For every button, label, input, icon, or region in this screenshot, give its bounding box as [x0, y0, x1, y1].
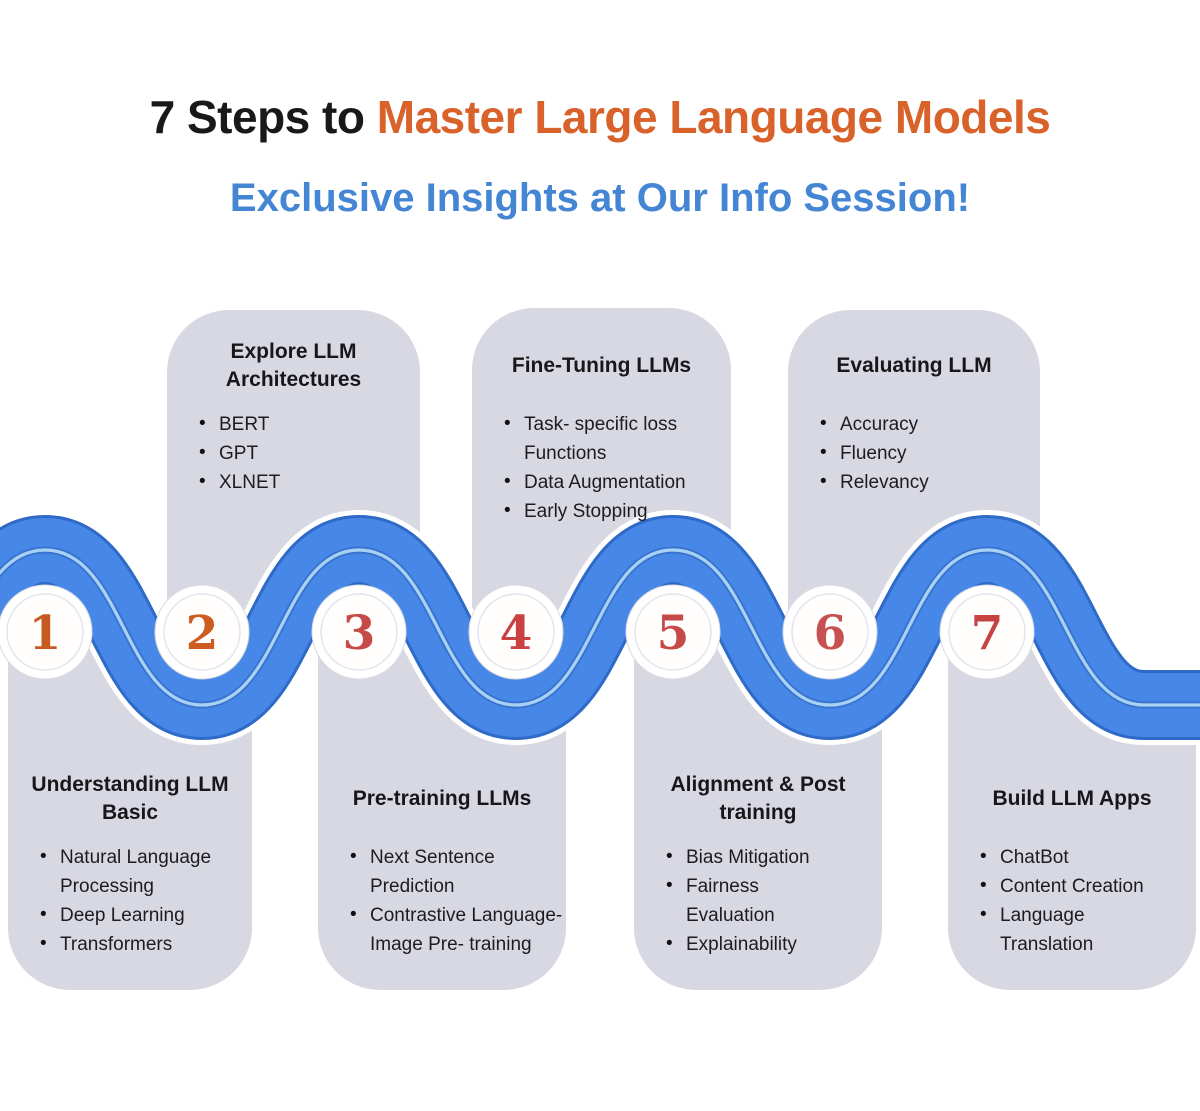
- milestone-circle: [477, 593, 555, 671]
- step-5-bullets: Bias Mitigation Fairness Evaluation Expl…: [634, 842, 882, 959]
- step-1-title: Understanding LLM Basic: [31, 773, 229, 824]
- step-circle-4: 4: [468, 584, 564, 680]
- step-number-7: 7: [971, 606, 1004, 661]
- step-1-bullets: Natural Language Processing Deep Learnin…: [8, 842, 252, 959]
- step-card-2: Explore LLM Architectures BERT GPT XLNET: [167, 335, 420, 497]
- step-3-bullets: Next Sentence Prediction Contrastive Lan…: [318, 842, 566, 959]
- bullet-item: Early Stopping: [502, 496, 731, 526]
- bullet-item: Deep Learning: [38, 900, 252, 930]
- step-number-6: 6: [814, 606, 847, 661]
- step-circle-2: 2: [154, 584, 250, 680]
- step-circle-5: 5: [625, 584, 721, 680]
- bullet-item: XLNET: [197, 467, 420, 497]
- step-6-title: Evaluating LLM: [836, 354, 992, 377]
- step-card-5: Alignment & Post training Bias Mitigatio…: [634, 768, 882, 959]
- step-number-2: 2: [186, 606, 219, 661]
- winding-road: [0, 509, 1200, 746]
- step-5-title: Alignment & Post training: [670, 773, 846, 824]
- step-card-6: Evaluating LLM Accuracy Fluency Relevanc…: [788, 335, 1040, 497]
- page-title: 7 Steps to Master Large Language Models: [0, 86, 1200, 148]
- road-center-stripe: [0, 548, 1200, 707]
- step-number-1: 1: [29, 606, 62, 661]
- bullet-item: Language Translation: [978, 900, 1196, 959]
- step-6-bullets: Accuracy Fluency Relevancy: [788, 409, 1040, 497]
- step-2-bullets: BERT GPT XLNET: [167, 409, 420, 497]
- milestone-circle: [163, 593, 241, 671]
- step-card-3: Pre-training LLMs Next Sentence Predicti…: [318, 768, 566, 959]
- bullet-item: Fairness Evaluation: [664, 871, 882, 930]
- step-4-title: Fine-Tuning LLMs: [511, 354, 692, 377]
- bullet-item: Relevancy: [818, 467, 1040, 497]
- step-2-title: Explore LLM Architectures: [225, 340, 362, 391]
- bullet-item: Accuracy: [818, 409, 1040, 439]
- step-number-5: 5: [657, 606, 690, 661]
- bullet-item: BERT: [197, 409, 420, 439]
- bullet-item: Natural Language Processing: [38, 842, 252, 901]
- milestone-circle: [634, 593, 712, 671]
- page-title-orange: Master Large Language Models: [376, 91, 1051, 143]
- bullet-item: Fluency: [818, 438, 1040, 468]
- step-4-bullets: Task- specific loss Functions Data Augme…: [472, 409, 731, 526]
- step-card-1: Understanding LLM Basic Natural Language…: [8, 768, 252, 959]
- milestone-circle: [791, 593, 869, 671]
- milestone-circle: [948, 593, 1026, 671]
- milestone-circle: [6, 593, 84, 671]
- page-title-black: 7 Steps to: [149, 91, 377, 143]
- step-card-4: Fine-Tuning LLMs Task- specific loss Fun…: [472, 335, 731, 526]
- step-3-title: Pre-training LLMs: [352, 787, 532, 810]
- bullet-item: Content Creation: [978, 871, 1196, 901]
- bullet-item: GPT: [197, 438, 420, 468]
- bullet-item: Data Augmentation: [502, 467, 731, 497]
- step-circle-7: 7: [939, 584, 1035, 680]
- bullet-item: Explainability: [664, 929, 882, 959]
- milestone-circle: [320, 593, 398, 671]
- bullet-item: Contrastive Language- Image Pre- trainin…: [348, 900, 566, 959]
- step-number-4: 4: [500, 606, 533, 661]
- step-card-7: Build LLM Apps ChatBot Content Creation …: [948, 768, 1196, 959]
- step-circle-3: 3: [311, 584, 407, 680]
- step-number-3: 3: [343, 606, 376, 661]
- bullet-item: Task- specific loss Functions: [502, 409, 731, 468]
- bullet-item: Bias Mitigation: [664, 842, 882, 872]
- page-subtitle: Exclusive Insights at Our Info Session!: [229, 176, 971, 220]
- bullet-item: ChatBot: [978, 842, 1196, 872]
- bullet-item: Next Sentence Prediction: [348, 842, 566, 901]
- bullet-item: Transformers: [38, 929, 252, 959]
- step-circle-1: 1: [0, 584, 93, 680]
- step-7-bullets: ChatBot Content Creation Language Transl…: [948, 842, 1196, 959]
- step-circle-6: 6: [782, 584, 878, 680]
- step-7-title: Build LLM Apps: [992, 787, 1152, 810]
